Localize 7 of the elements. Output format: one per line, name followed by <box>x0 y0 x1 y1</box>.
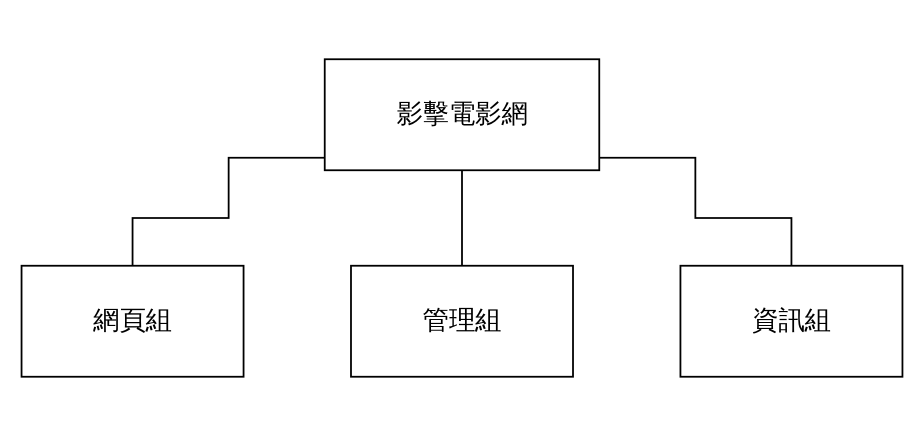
node-box: 網頁組 <box>20 264 244 378</box>
node-box: 影擊電影網 <box>324 58 600 171</box>
node-box: 管理組 <box>350 264 574 378</box>
node-box: 資訊組 <box>680 264 904 378</box>
connector <box>461 168 463 266</box>
connector <box>599 156 792 266</box>
connector <box>132 156 325 266</box>
